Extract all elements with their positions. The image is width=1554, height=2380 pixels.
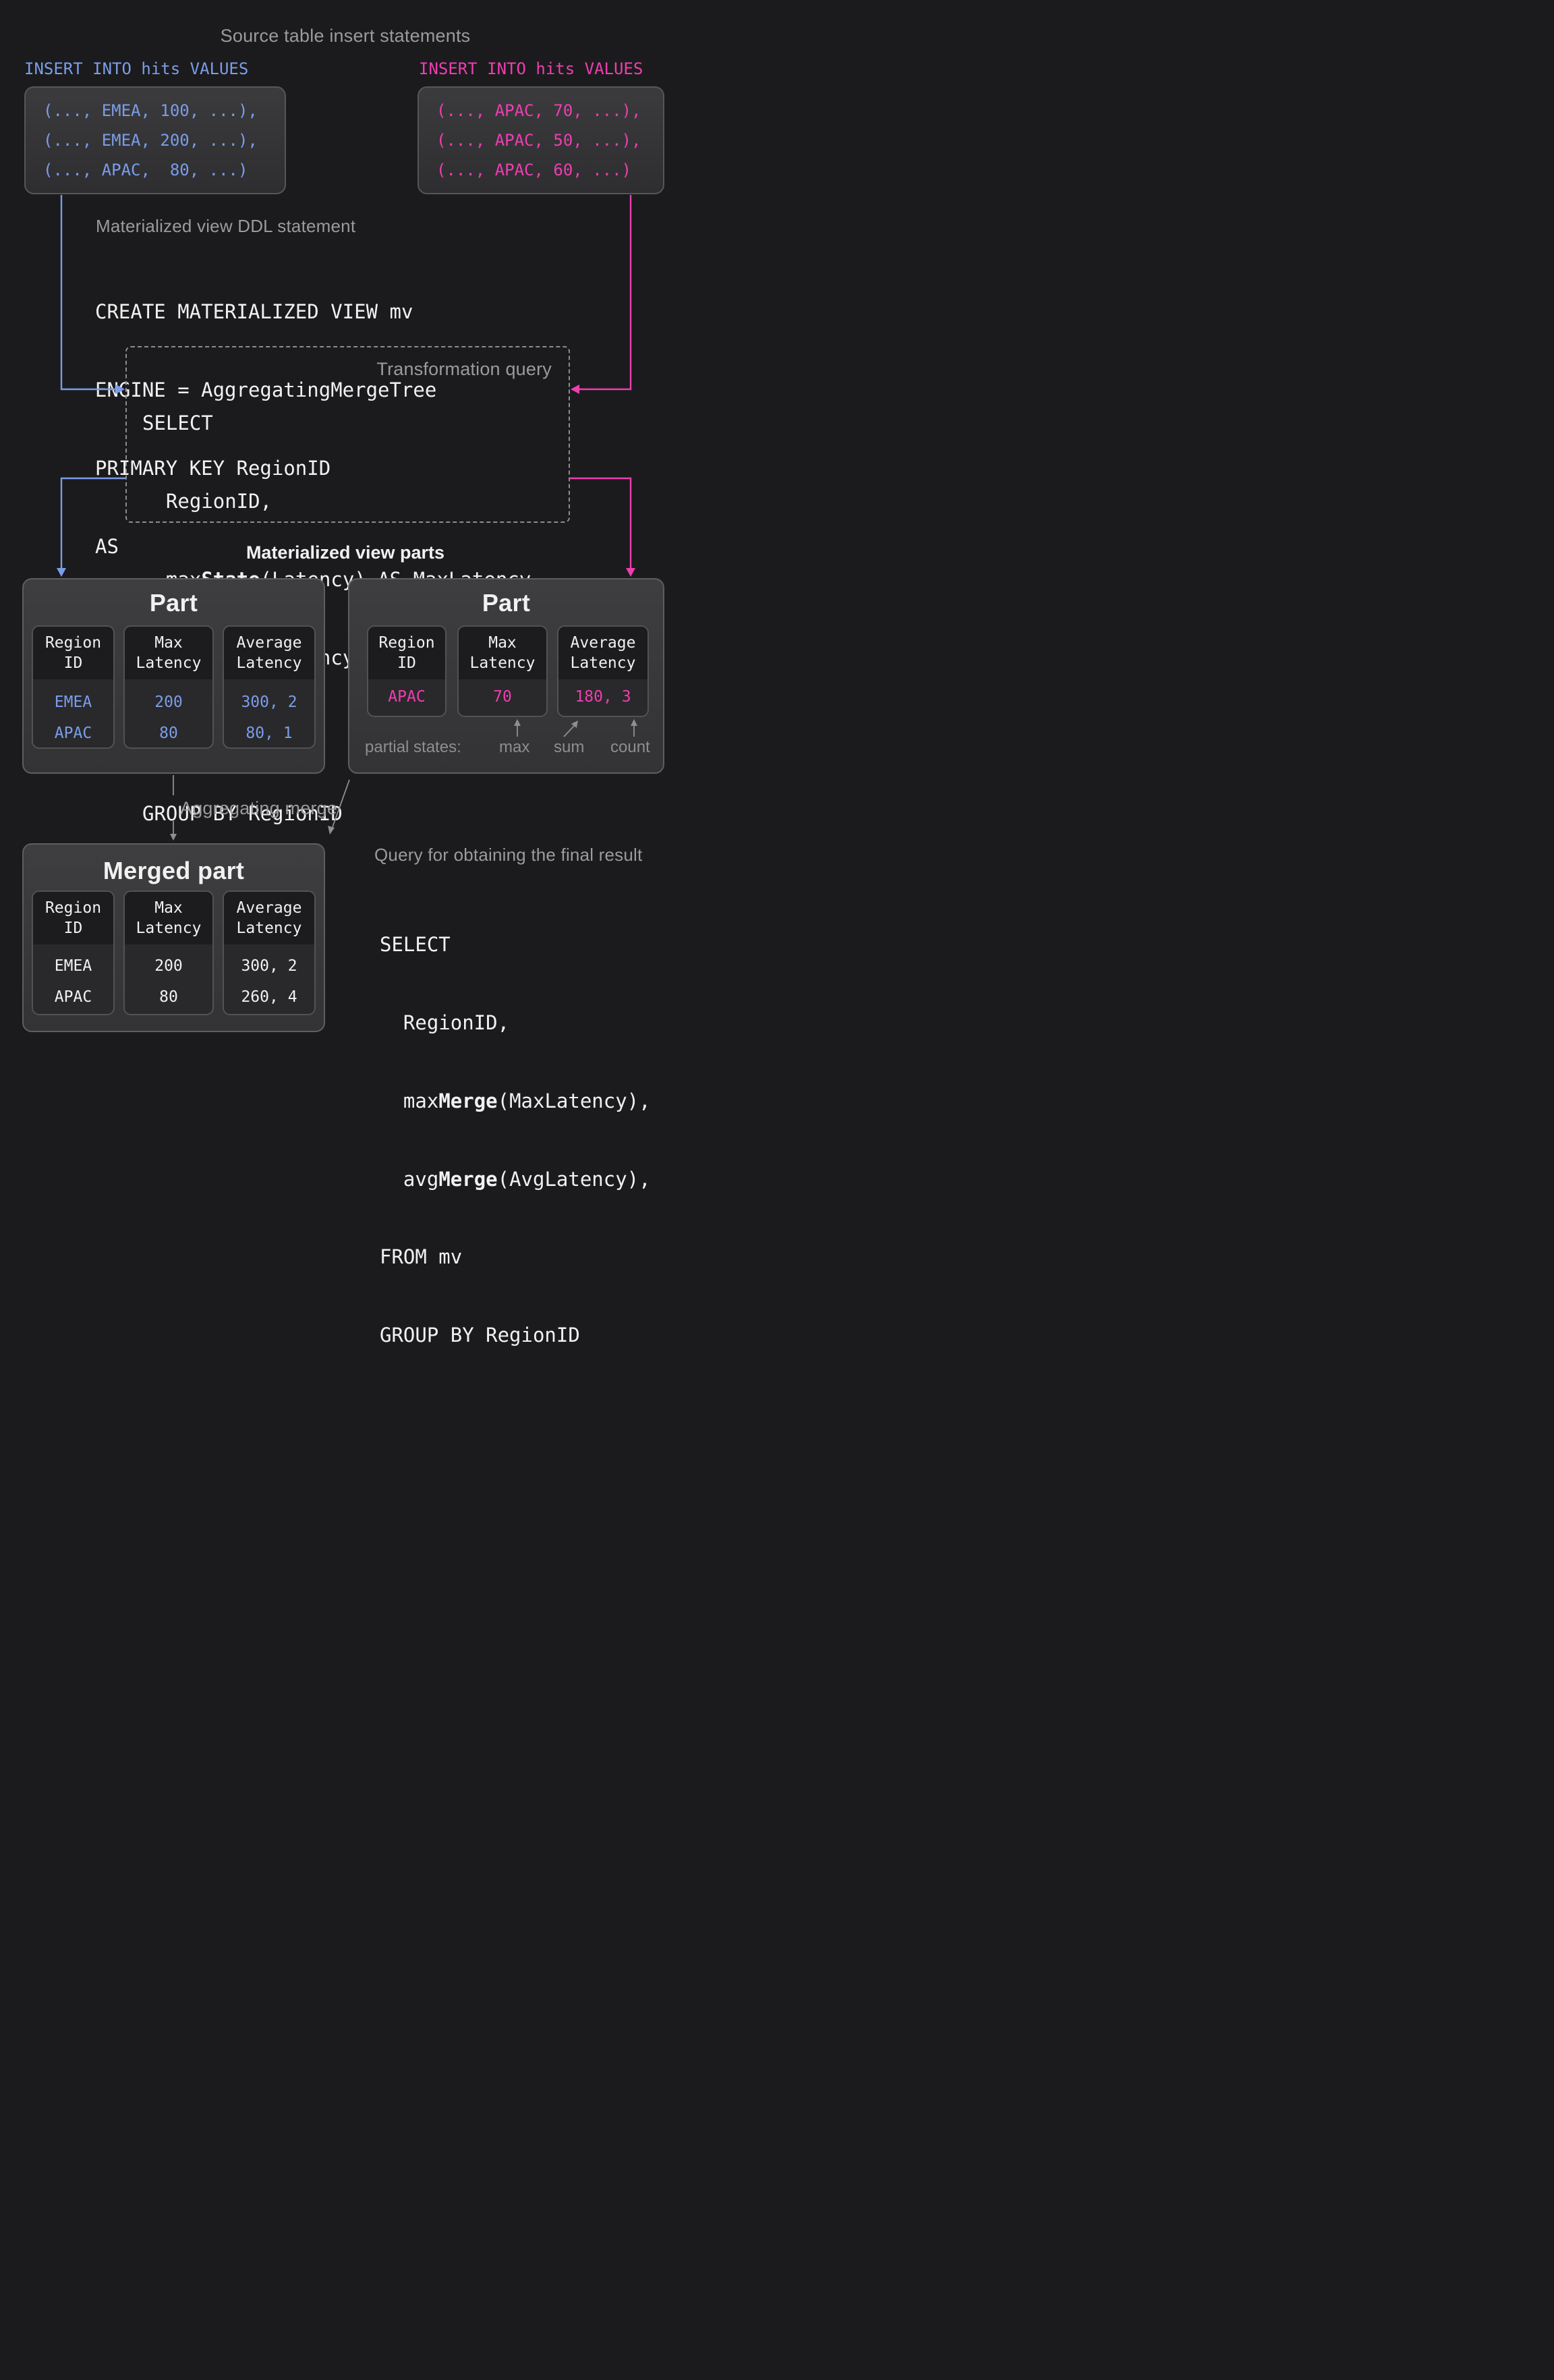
table-column-average-latency: Average Latency 300, 2 80, 1 — [223, 625, 316, 749]
table-cell: EMEA — [55, 958, 92, 974]
page-title: Source table insert statements — [0, 26, 691, 47]
merged-part-table: Region ID EMEA APAC Max Latency 200 80 A… — [32, 890, 316, 1015]
column-header: Region ID — [33, 627, 113, 679]
final-query-label: Query for obtaining the final result — [374, 845, 642, 866]
code-line: SELECT — [380, 932, 651, 958]
diagram-page: { "colors": { "background": "#1b1b1d", "… — [0, 0, 691, 1058]
insert-left-row: (..., EMEA, 100, ...), — [43, 103, 267, 119]
insert-left-row: (..., APAC, 80, ...) — [43, 162, 267, 178]
transformation-query-box: Transformation query SELECT RegionID, ma… — [125, 346, 570, 523]
table-cell: 300, 2 — [241, 694, 297, 710]
arrowhead-icon — [626, 568, 635, 577]
ddl-label: Materialized view DDL statement — [96, 216, 355, 237]
table-cell: 80 — [159, 725, 178, 741]
left-part-table: Region ID EMEA APAC Max Latency 200 80 A… — [32, 625, 316, 749]
insert-right-heading: INSERT INTO hits VALUES — [419, 59, 643, 78]
column-header: Region ID — [368, 627, 445, 679]
table-cell: 80, 1 — [246, 725, 292, 741]
column-header: Max Latency — [125, 627, 212, 679]
partial-states-label: partial states: — [365, 738, 461, 757]
final-query-code: SELECT RegionID, maxMerge(MaxLatency), a… — [380, 880, 651, 1374]
partial-state-max: max — [499, 738, 529, 757]
insert-right-box: (..., APAC, 70, ...), (..., APAC, 50, ..… — [418, 86, 664, 194]
arrowhead-icon — [571, 385, 579, 394]
table-cell: 300, 2 — [241, 958, 297, 974]
column-header: Average Latency — [224, 892, 314, 944]
table-cell: 180, 3 — [575, 689, 631, 705]
table-cell: APAC — [55, 989, 92, 1005]
table-column-region-id: Region ID EMEA APAC — [32, 625, 115, 749]
parts-section-label: Materialized view parts — [0, 542, 691, 563]
column-header: Max Latency — [459, 627, 546, 679]
table-column-region-id: Region ID APAC — [367, 625, 447, 717]
left-part-title: Part — [24, 589, 324, 617]
table-column-max-latency: Max Latency 200 80 — [123, 625, 214, 749]
code-line: GROUP BY RegionID — [380, 1322, 651, 1349]
table-cell: APAC — [55, 725, 92, 741]
table-column-average-latency: Average Latency 300, 2 260, 4 — [223, 890, 316, 1015]
table-cell: 70 — [493, 689, 512, 705]
table-cell: 200 — [154, 958, 183, 974]
table-column-region-id: Region ID EMEA APAC — [32, 890, 115, 1015]
code-line: RegionID, — [142, 488, 531, 515]
right-part-table: Region ID APAC Max Latency 70 Average La… — [367, 625, 649, 717]
table-cell: APAC — [388, 689, 425, 705]
table-cell: 260, 4 — [241, 989, 297, 1005]
arrowhead-icon — [57, 568, 66, 577]
column-header: Region ID — [33, 892, 113, 944]
column-header: Average Latency — [224, 627, 314, 679]
insert-right-row: (..., APAC, 50, ...), — [436, 132, 645, 148]
aggregating-merge-label: Aggregating merge — [180, 798, 337, 819]
column-header: Max Latency — [125, 892, 212, 944]
table-column-max-latency: Max Latency 70 — [457, 625, 548, 717]
column-header: Average Latency — [558, 627, 648, 679]
insert-left-heading: INSERT INTO hits VALUES — [24, 59, 248, 78]
insert-right-row: (..., APAC, 70, ...), — [436, 103, 645, 119]
arrow-right-insert-to-query — [579, 195, 631, 389]
table-column-max-latency: Max Latency 200 80 — [123, 890, 214, 1015]
insert-left-box: (..., EMEA, 100, ...), (..., EMEA, 200, … — [24, 86, 286, 194]
partial-state-count: count — [610, 738, 650, 757]
table-cell: 200 — [154, 694, 183, 710]
code-line: avgMerge(AvgLatency), — [380, 1166, 651, 1193]
ddl-code-line: CREATE MATERIALIZED VIEW mv — [95, 299, 436, 325]
insert-left-row: (..., EMEA, 200, ...), — [43, 132, 267, 148]
right-part-title: Part — [349, 589, 663, 617]
code-line: maxMerge(MaxLatency), — [380, 1088, 651, 1114]
insert-right-row: (..., APAC, 60, ...) — [436, 162, 645, 178]
table-column-average-latency: Average Latency 180, 3 — [557, 625, 649, 717]
code-line: RegionID, — [380, 1010, 651, 1036]
merged-part-title: Merged part — [24, 857, 324, 885]
code-line: FROM mv — [380, 1244, 651, 1270]
table-cell: EMEA — [55, 694, 92, 710]
table-cell: 80 — [159, 989, 178, 1005]
partial-state-sum: sum — [554, 738, 584, 757]
code-line: SELECT — [142, 410, 531, 436]
